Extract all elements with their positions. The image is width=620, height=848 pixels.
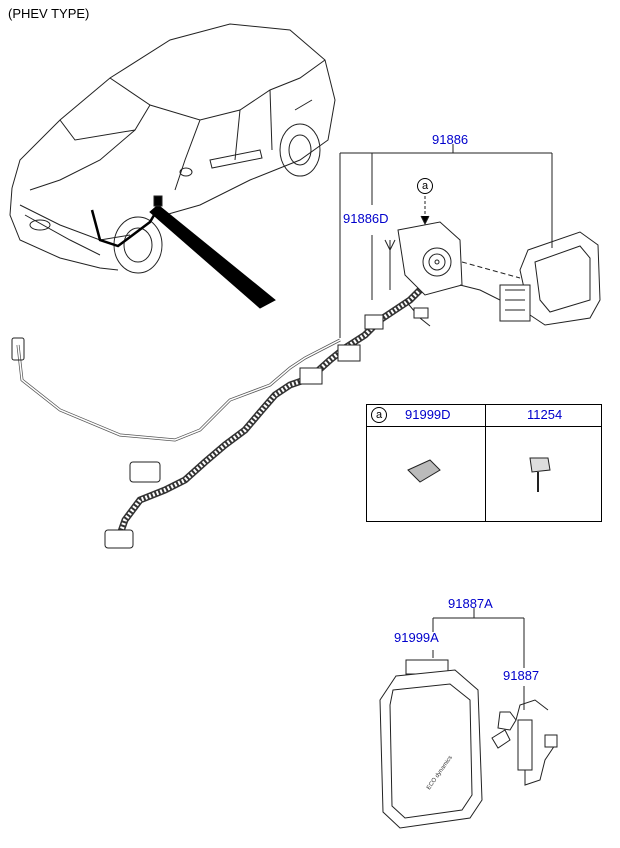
table-part-91999D: 91999D — [405, 407, 451, 422]
part-label-91887A: 91887A — [448, 596, 493, 611]
table-marker-a: a — [371, 407, 387, 423]
part-label-91886: 91886 — [432, 132, 469, 147]
diagram-title: (PHEV TYPE) — [8, 6, 90, 21]
locator-strip — [149, 204, 276, 309]
part-label-91999A: 91999A — [394, 630, 439, 645]
part-label-91887: 91887 — [503, 668, 540, 683]
vehicle-outline — [9, 23, 336, 274]
charger-bag — [379, 659, 483, 829]
parts-table: a 91999D 11254 — [366, 404, 602, 522]
charging-port — [397, 221, 506, 327]
part-label-91886D: 91886D — [343, 211, 389, 226]
table-part-11254: 11254 — [527, 407, 563, 422]
callout-marker-a: a — [417, 178, 433, 194]
charge-door — [499, 231, 601, 326]
portable-charger — [491, 699, 558, 786]
